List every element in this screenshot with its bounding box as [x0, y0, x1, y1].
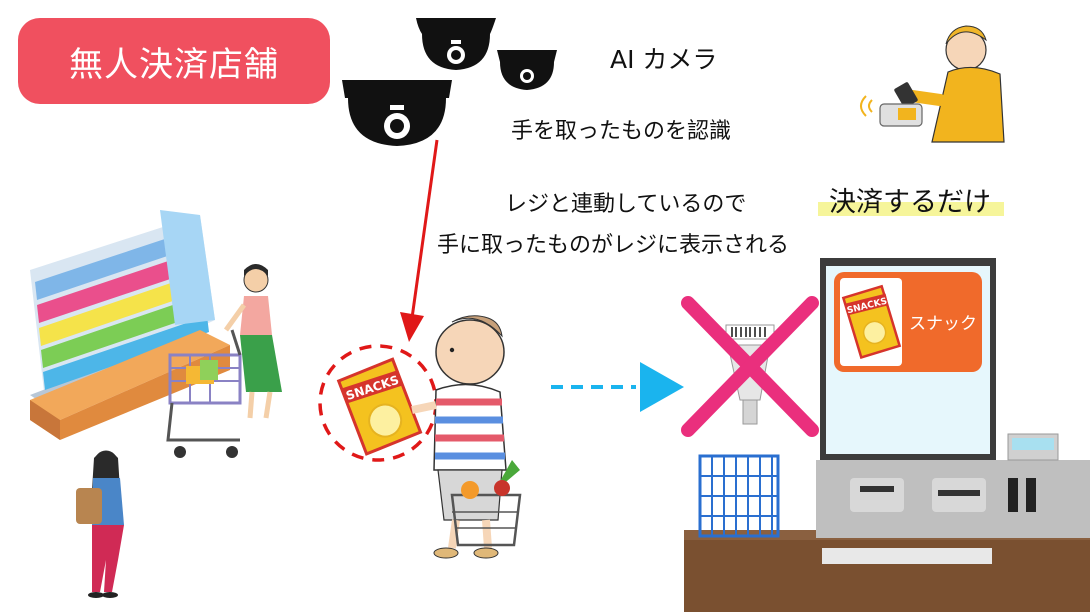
screen-item-label: スナック: [909, 314, 977, 334]
linked-label-line2: 手に取ったものがレジに表示される: [437, 233, 790, 258]
pay-highlight: [818, 202, 1004, 216]
page-title: 無人決済店舗: [18, 18, 330, 104]
ai-camera-icon-large: [342, 80, 452, 146]
recognize-label: 手を取ったものを認識: [511, 119, 732, 144]
detection-arrow: [400, 139, 439, 342]
ai-camera-icon-small: [497, 50, 557, 90]
store-shelf: [30, 210, 230, 440]
ai-camera-label: AI カメラ: [610, 45, 718, 74]
pay-only-label: 決済するだけ: [829, 187, 991, 218]
snack-bag-icon: SNACKS: [336, 357, 423, 456]
basket-icon: [698, 454, 780, 538]
cross-mark-icon: [681, 296, 819, 437]
shopper-with-cart: [166, 264, 282, 458]
ai-camera-icon-top: [416, 18, 496, 70]
boy-shopper: [411, 315, 522, 559]
shopper-with-bag: [76, 450, 124, 598]
linked-label-line1: レジと連動しているので: [505, 192, 747, 217]
self-checkout-register: SNACKS スナック: [684, 258, 1090, 612]
flow-arrow: [551, 362, 684, 412]
phone-payment-person: [860, 25, 1005, 143]
